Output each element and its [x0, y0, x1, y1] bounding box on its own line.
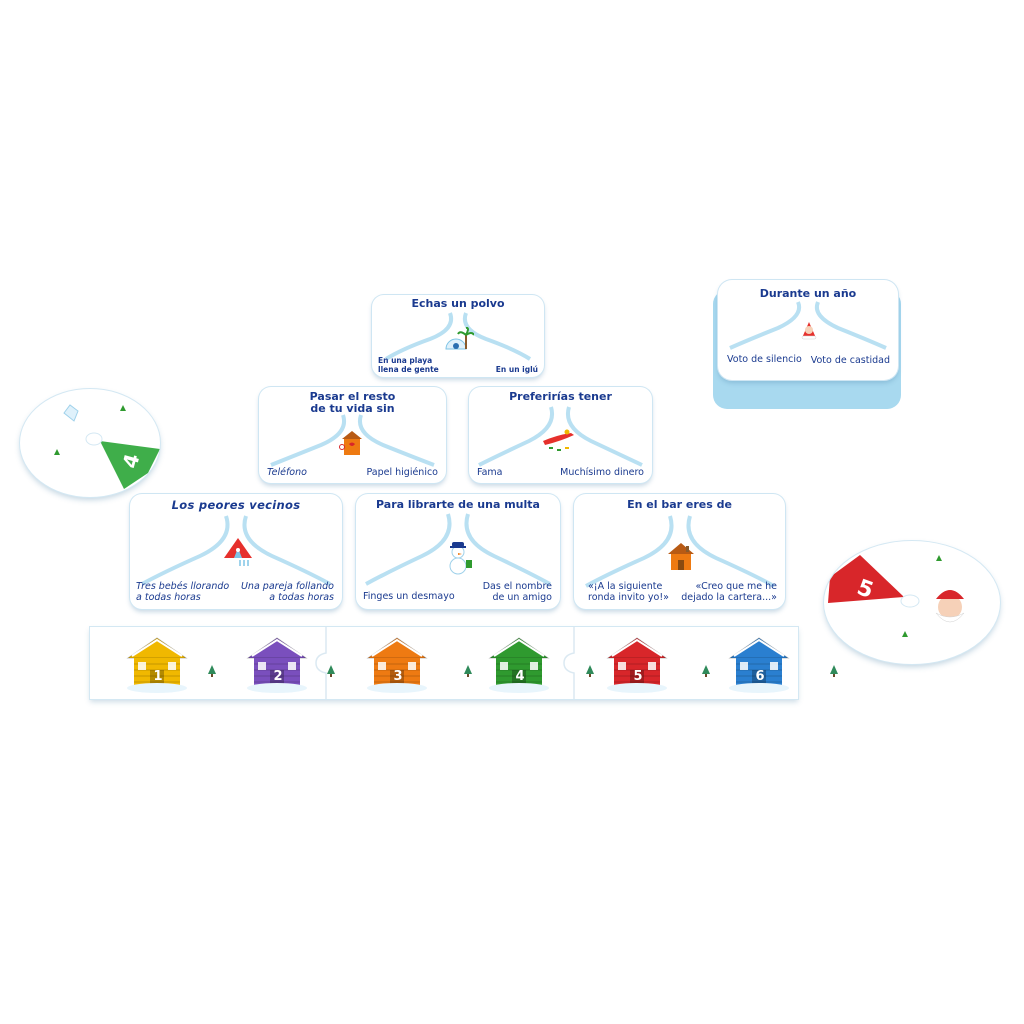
card-option-left: En una playa llena de gente — [378, 356, 439, 374]
board-house-number: 4 — [515, 669, 525, 684]
board-puzzle-joints — [315, 627, 575, 699]
pine-tree-icon — [586, 662, 594, 677]
card-option-left: Fama — [477, 467, 503, 478]
card-path-lines — [478, 406, 643, 467]
card-path-lines — [365, 513, 551, 586]
card-title: Pasar el resto de tu vida sin — [309, 390, 396, 415]
card-pasar-el-resto[interactable]: Pasar el resto de tu vida sin Teléfono P… — [259, 387, 446, 483]
card-option-right: «Creo que me he dejado la cartera...» — [681, 581, 777, 603]
card-option-left: Teléfono — [267, 467, 307, 478]
cabin-icon — [728, 637, 790, 693]
cabin-icon — [126, 637, 188, 693]
cabin-icon — [366, 637, 428, 693]
sled-icon — [543, 429, 574, 451]
cabin-icon — [606, 637, 668, 693]
card-option-left: «¡A la siguiente ronda invito yo!» — [588, 581, 669, 603]
card-option-right: Papel higiénico — [366, 467, 438, 478]
card-path-lines — [384, 312, 532, 361]
board-house-2: 2 — [246, 632, 308, 694]
pine-tree-icon — [702, 662, 710, 677]
card-en-el-bar[interactable]: En el bar eres de «¡A la siguiente ronda… — [574, 494, 785, 609]
cabin-icon — [668, 543, 694, 570]
card-echas-un-polvo[interactable]: Echas un polvo En una playa llena de gen… — [372, 295, 544, 377]
card-option-right: Una pareja follando a todas horas — [240, 581, 334, 603]
card-path-lines — [585, 515, 775, 588]
card-option-right: Muchísimo dinero — [560, 467, 644, 478]
card-title: Para librarte de una multa — [376, 498, 540, 511]
card-option-right: Das el nombre de un amigo — [482, 581, 552, 603]
die-left[interactable]: 4 — [20, 389, 160, 497]
outhouse-icon — [339, 431, 362, 455]
deck-option-left: Voto de silencio — [727, 354, 802, 365]
die-face — [22, 391, 160, 495]
die-right[interactable]: 5 — [824, 541, 1000, 664]
cabin-icon — [488, 637, 550, 693]
card-title: Los peores vecinos — [171, 498, 301, 512]
board-house-5: 5 — [606, 632, 668, 694]
cabin-icon — [246, 637, 308, 693]
card-path-lines — [270, 414, 435, 467]
board-house-number: 3 — [393, 669, 403, 684]
santa-icon — [801, 322, 817, 340]
pine-tree-icon — [464, 662, 472, 677]
card-path-lines — [141, 515, 331, 586]
tent-icon — [224, 538, 252, 566]
die-face — [826, 543, 998, 663]
card-para-librarte-multa[interactable]: Para librarte de una multa Finges un des… — [356, 494, 560, 609]
deck-option-right: Voto de castidad — [810, 355, 890, 366]
snowman-icon — [449, 542, 472, 575]
board-house-number: 1 — [153, 669, 163, 684]
board-house-number: 6 — [755, 669, 765, 684]
pine-tree-icon — [208, 662, 216, 677]
board-house-number: 2 — [273, 669, 283, 684]
card-title: Preferirías tener — [509, 390, 612, 403]
card-path-lines — [729, 301, 887, 350]
pine-tree-icon — [830, 662, 838, 677]
board-house-1: 1 — [126, 632, 188, 694]
deck-top-card[interactable]: Durante un año Voto de silencio Voto de … — [718, 280, 898, 380]
pine-tree-icon — [327, 662, 335, 677]
card-option-left: Finges un desmayo — [363, 591, 455, 602]
deck-card-title: Durante un año — [759, 287, 857, 300]
board-house-3: 3 — [366, 632, 428, 694]
igloo-palm-icon — [445, 327, 474, 350]
board-strip — [90, 627, 798, 699]
board-house-6: 6 — [728, 632, 790, 694]
card-los-peores-vecinos[interactable]: Los peores vecinos Tres bebés llorando a… — [130, 494, 342, 609]
card-preferirias-tener[interactable]: Preferirías tener Fama Muchísimo dinero — [469, 387, 652, 483]
card-option-left: Tres bebés llorando a todas horas — [136, 581, 230, 603]
board-house-number: 5 — [633, 669, 643, 684]
card-title: En el bar eres de — [627, 498, 732, 511]
card-title: Echas un polvo — [411, 297, 505, 310]
board-house-4: 4 — [488, 632, 550, 694]
card-option-right: En un iglú — [495, 365, 538, 374]
